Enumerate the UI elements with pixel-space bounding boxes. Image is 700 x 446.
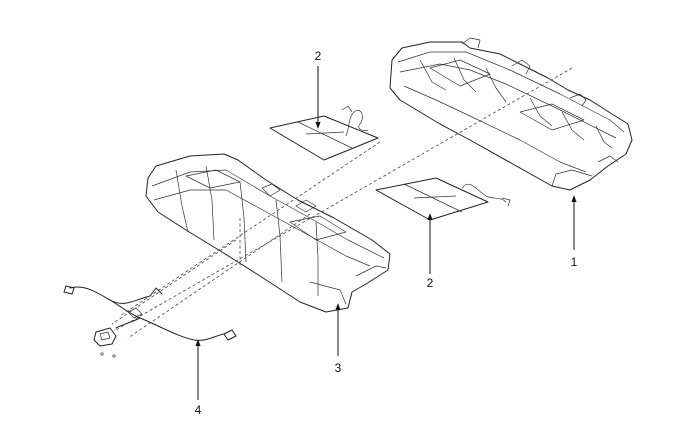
seat-cushion-frame <box>389 37 633 191</box>
callout-label-3: 3 <box>335 361 342 375</box>
callout-label-1: 1 <box>571 255 578 269</box>
seat-heater-pad-lower <box>375 177 511 221</box>
callout-label-2-lower: 2 <box>427 276 434 290</box>
callout-label-2-upper: 2 <box>315 49 322 63</box>
callout-leaders <box>195 66 577 400</box>
alignment-lines <box>111 67 573 339</box>
callout-label-4: 4 <box>195 403 202 417</box>
seat-cushion-cover <box>145 153 391 313</box>
seat-heater-pad-upper <box>269 105 379 161</box>
wiring-harness <box>63 285 237 358</box>
